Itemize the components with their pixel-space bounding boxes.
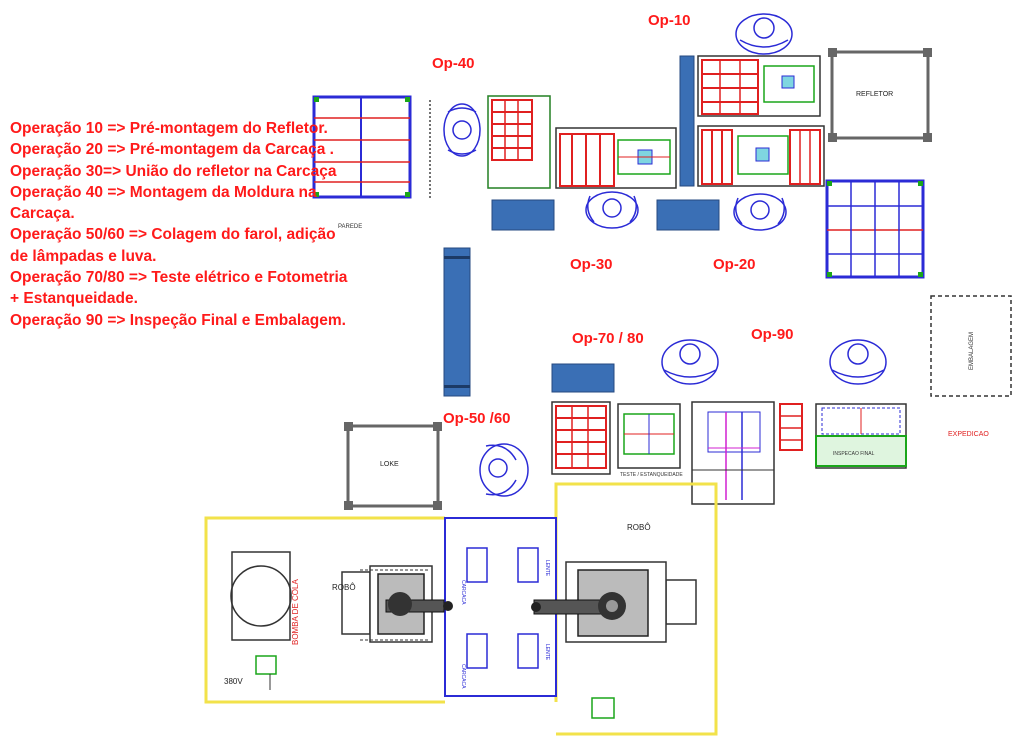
operator-op10-icon	[735, 13, 793, 55]
svg-text:LENTE: LENTE	[544, 644, 550, 661]
loke-label: LOKE	[380, 461, 399, 468]
pallet-rack-left	[312, 95, 431, 200]
legend-line-op5060: Operação 50/60 => Colagem do farol, adiç…	[10, 226, 336, 265]
loke-storage	[344, 422, 442, 510]
operations-legend: Operação 10 => Pré-montagem do Refletor.…	[10, 118, 355, 331]
glue-pump	[230, 551, 292, 641]
op80-fixture	[617, 403, 681, 469]
op90-fixture	[691, 401, 803, 505]
refletor-storage	[828, 48, 932, 142]
operator-op40-icon	[443, 103, 481, 157]
power-box-left	[255, 655, 277, 675]
legend-line-op7080: Operação 70/80 => Teste elétrico e Fotom…	[10, 269, 348, 308]
power-box-right	[591, 697, 615, 719]
station-label-op40: Op-40	[432, 55, 475, 72]
conveyor-block-op30	[656, 199, 720, 231]
legend-line-op40: Operação 40 => Montagem da Moldura na Ca…	[10, 183, 317, 223]
operator-op7080-icon	[661, 339, 719, 385]
op30-fixture	[555, 127, 677, 189]
legend-line-op30: Operação 30=> União do refletor na Carca…	[10, 162, 337, 180]
svg-text:LENTE: LENTE	[544, 560, 550, 577]
embalagem-caption: EMBALAGEM	[969, 332, 975, 370]
svg-text:INSPECAO FINAL: INSPECAO FINAL	[833, 451, 875, 457]
robot-left-label: ROBÔ	[332, 583, 356, 592]
station-label-op90: Op-90	[751, 326, 794, 343]
station-label-op30: Op-30	[570, 256, 613, 273]
voltage-label: 380V	[224, 677, 243, 686]
legend-line-op10: Operação 10 => Pré-montagem do Refletor.	[10, 120, 328, 137]
expedicao-caption: EXPEDICAO	[948, 431, 989, 438]
legend-line-op90: Operação 90 => Inspeção Final e Embalage…	[10, 311, 346, 329]
robot-right-label: ROBÔ	[627, 523, 651, 532]
robot-left-icon	[341, 565, 453, 643]
vertical-conveyor-top	[679, 55, 695, 187]
operator-op30-icon	[585, 191, 639, 229]
op70-fixture	[551, 401, 611, 475]
conveyor-block-op70	[551, 363, 615, 393]
op10-fixture	[697, 55, 821, 117]
op20-fixture	[697, 125, 825, 187]
operator-op20-icon	[733, 193, 787, 231]
operator-op5060-icon	[479, 443, 529, 497]
operator-op90-icon	[829, 339, 887, 385]
robot-right-icon	[531, 561, 697, 643]
final-inspection-table: INSPECAO FINAL	[815, 403, 907, 469]
rack-left-caption: PAREDE	[338, 224, 362, 230]
vertical-conveyor-middle	[443, 247, 471, 397]
station-label-op20: Op-20	[713, 256, 756, 273]
refletor-label: REFLETOR	[856, 91, 894, 98]
safety-fence-left	[204, 516, 445, 704]
legend-line-op20: Operação 20 => Pré-montagem da Carcaça .	[10, 141, 334, 159]
embalagem-area	[930, 295, 1012, 397]
op40-fixture	[487, 95, 551, 189]
station-label-op10: Op-10	[648, 12, 691, 29]
op80-caption: TESTE / ESTANQUEIDADE	[620, 472, 683, 478]
station-label-op5060: Op-50 /60	[443, 410, 511, 427]
conveyor-block-op40	[491, 199, 555, 231]
svg-text:CARCACA: CARCACA	[460, 664, 466, 689]
pallet-rack-right	[825, 179, 925, 279]
svg-text:CARCACA: CARCACA	[460, 580, 466, 605]
glue-pump-label: BOMBA DE COLA	[291, 579, 300, 645]
station-label-op7080: Op-70 / 80	[572, 330, 644, 347]
